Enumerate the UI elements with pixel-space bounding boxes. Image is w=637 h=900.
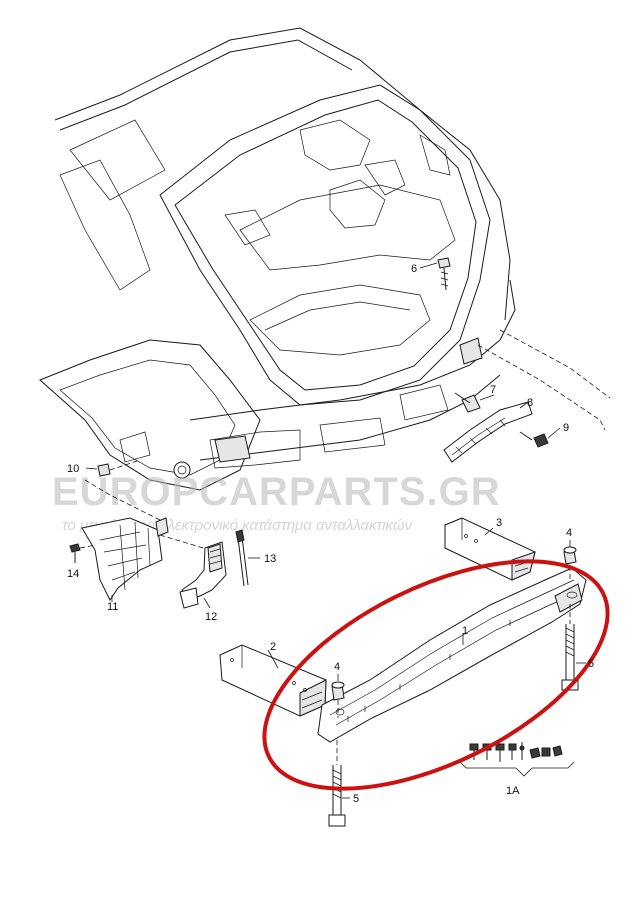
callout-6: 6 bbox=[411, 263, 417, 275]
callout-4-bottom: 4 bbox=[334, 661, 340, 673]
highlight-ellipse bbox=[262, 559, 610, 791]
part-14-screw bbox=[69, 543, 97, 563]
callout-10: 10 bbox=[67, 463, 79, 475]
part-13-pin bbox=[235, 529, 260, 587]
vehicle-rear-body bbox=[39, 27, 516, 491]
callout-8: 8 bbox=[527, 397, 533, 409]
watermark: EUROPCARPARTS.GR το μεγαλύτερο ηλεκτρονι… bbox=[52, 470, 501, 534]
callout-1: 1 bbox=[462, 625, 468, 637]
callout-3: 3 bbox=[496, 517, 502, 529]
part-1a-hardware-kit bbox=[459, 742, 575, 777]
callout-4-top: 4 bbox=[566, 527, 572, 539]
callout-1a: 1A bbox=[506, 785, 520, 797]
callout-2: 2 bbox=[270, 641, 276, 653]
callout-12: 12 bbox=[205, 611, 217, 623]
part-6-screw bbox=[419, 257, 451, 291]
part-10-nut bbox=[85, 459, 141, 477]
part-4-washer-top bbox=[563, 540, 577, 580]
part-4-washer-bottom bbox=[331, 674, 345, 718]
part-5-bolt-bottom bbox=[328, 740, 350, 827]
part-12-holder bbox=[159, 534, 227, 609]
callout-9: 9 bbox=[563, 422, 569, 434]
callout-14: 14 bbox=[67, 568, 79, 580]
callout-5-right: 5 bbox=[588, 658, 594, 670]
part-11-side-bracket bbox=[81, 479, 169, 602]
part-3-crash-box bbox=[444, 517, 536, 581]
watermark-brand: EUROPCARPARTS.GR bbox=[52, 470, 501, 514]
callout-labels: 1 1A 2 3 4 4 5 5 6 7 8 9 10 11 12 13 14 bbox=[67, 263, 594, 805]
callout-11: 11 bbox=[107, 601, 118, 613]
callout-13: 13 bbox=[264, 553, 276, 565]
part-5-bolt-right bbox=[561, 604, 586, 691]
callout-7: 7 bbox=[490, 384, 496, 396]
parts-7-8-9-bracket bbox=[443, 329, 611, 463]
part-1-reinforcement-bar bbox=[317, 567, 587, 743]
callout-5-bottom: 5 bbox=[353, 793, 359, 805]
